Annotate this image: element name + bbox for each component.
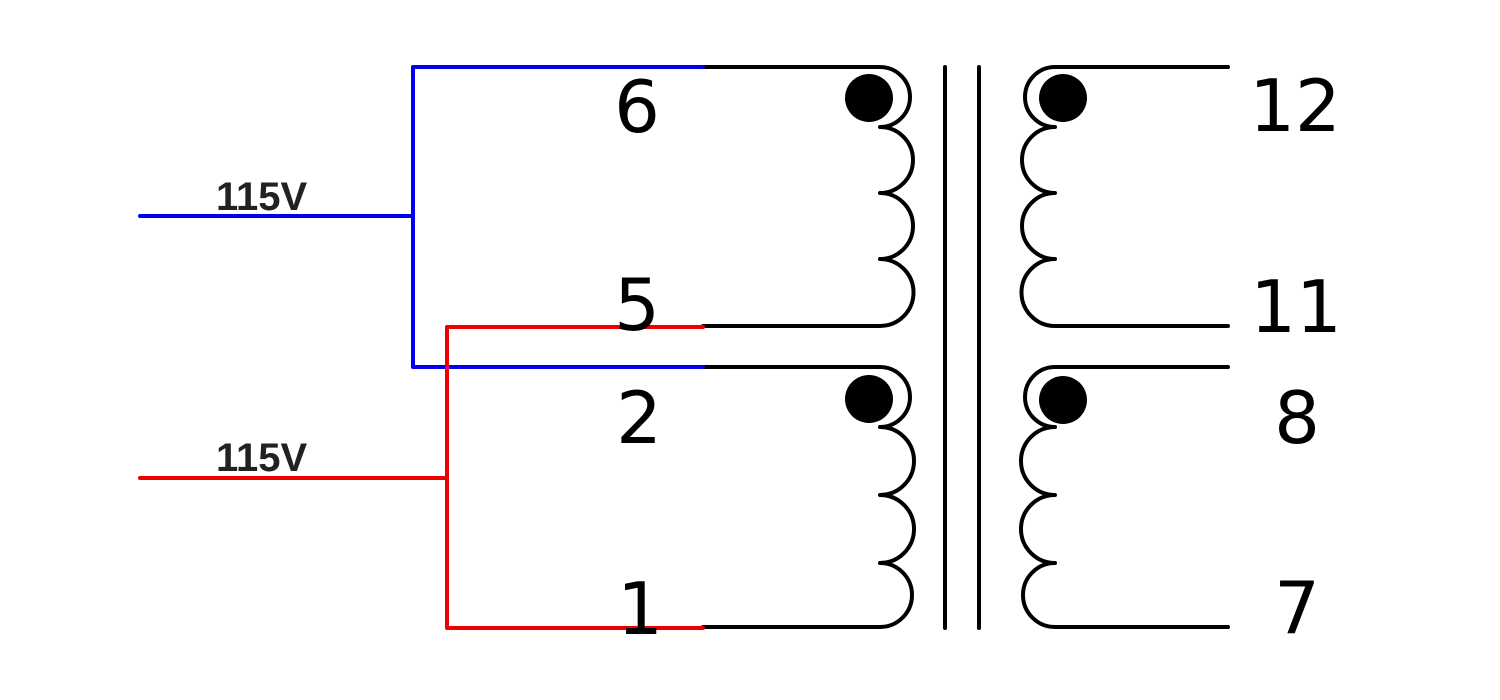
polarity-dot-primary-top (845, 74, 893, 122)
secondary-winding-bottom (1019, 365, 1230, 629)
pin-label-12: 12 (1249, 64, 1341, 148)
polarity-dot-secondary-bottom (1039, 376, 1087, 424)
secondary-winding-top (1019, 65, 1230, 328)
pin-label-11: 11 (1250, 265, 1342, 349)
primary-winding-top (701, 65, 916, 328)
voltage-label-bottom: 115V (216, 436, 308, 480)
pin-label-5: 5 (614, 263, 660, 347)
pin-label-8: 8 (1274, 376, 1320, 460)
voltage-label-top: 115V (216, 175, 308, 219)
pin-label-6: 6 (614, 65, 660, 149)
polarity-dot-primary-bottom (845, 375, 893, 423)
pin-label-7: 7 (1274, 566, 1320, 650)
pin-label-1: 1 (617, 567, 663, 651)
polarity-dot-secondary-top (1039, 74, 1087, 122)
pin-label-2: 2 (616, 376, 662, 460)
blue-bus-wire (411, 65, 705, 369)
red-bus-wire (445, 325, 705, 630)
primary-winding-bottom (701, 365, 916, 629)
